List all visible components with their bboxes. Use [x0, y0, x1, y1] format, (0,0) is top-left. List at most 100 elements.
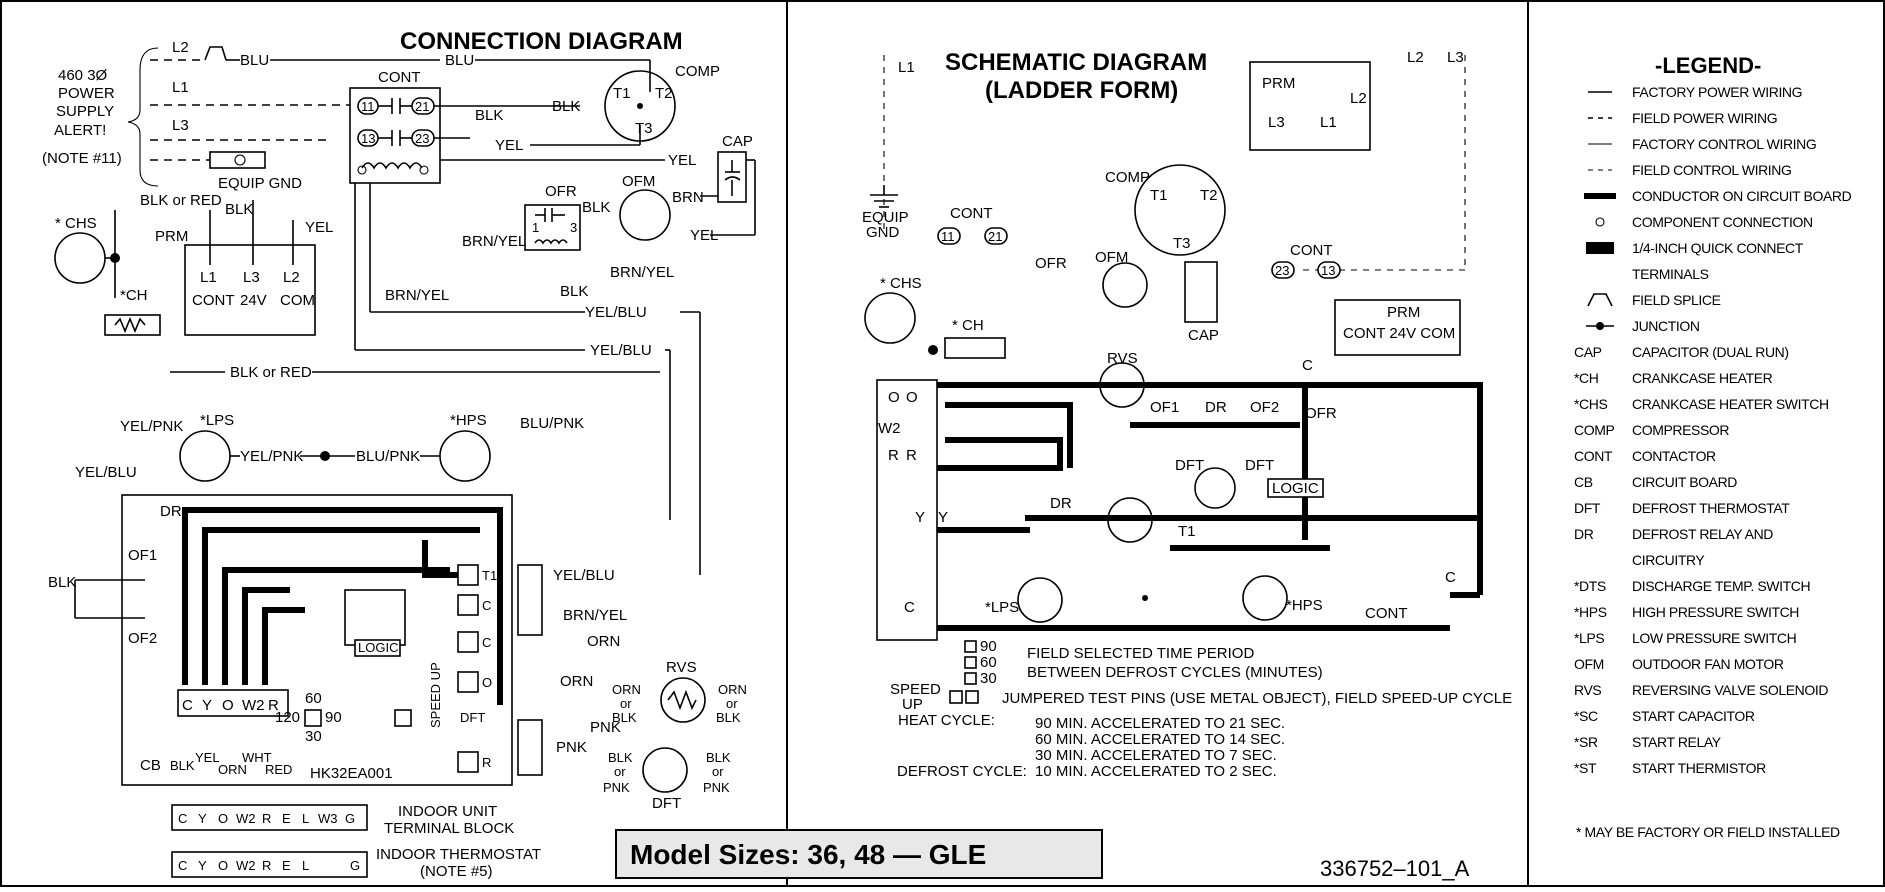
indoor-thermostat-block: [171, 851, 368, 878]
power-supply-line-3: SUPPLY: [56, 103, 114, 120]
blk-label-3: BLK: [560, 283, 588, 300]
dft-pnk-r: PNK: [703, 780, 730, 795]
sch-ofr-2: OFR: [1305, 405, 1337, 422]
board-wire-wht: WHT: [242, 750, 272, 765]
yel-blu-label-2: YEL/BLU: [590, 342, 652, 359]
cap-label: CAP: [722, 133, 753, 150]
legend-symbol-8: FIELD SPLICE: [1632, 292, 1721, 308]
sch-t2-label: T2: [1200, 187, 1218, 204]
svg-text:23: 23: [415, 131, 429, 146]
drawing-number: 336752–101_A: [1320, 856, 1470, 881]
board-term-c: C: [182, 697, 193, 714]
sch-r-2: R: [906, 447, 917, 464]
svg-text:L1: L1: [1320, 114, 1337, 131]
prm-label: PRM: [155, 228, 188, 245]
sch-logic: LOGIC: [1272, 480, 1319, 497]
sch-prm-lower-label: PRM: [1387, 304, 1420, 321]
sch-cont-label-1: CONT: [950, 205, 993, 222]
svg-text:11: 11: [361, 99, 375, 114]
line-l3-label: L3: [172, 117, 189, 134]
yel-blu-label-4: YEL/BLU: [553, 567, 615, 584]
abbr-desc-8: CIRCUITRY: [1632, 552, 1705, 568]
rvs-orn-l: ORN: [612, 682, 641, 697]
schematic-title-1: SCHEMATIC DIAGRAM: [945, 49, 1207, 76]
sch-chs-icon: [864, 292, 916, 344]
brn-yel-label-3: BRN/YEL: [385, 287, 449, 304]
legend-symbol-3: FIELD CONTROL WIRING: [1632, 162, 1792, 178]
sch-of2: OF2: [1250, 399, 1279, 416]
abbr-desc-9: DISCHARGE TEMP. SWITCH: [1632, 578, 1810, 594]
ofr-relay-box: [524, 204, 581, 251]
side-term-c2: C: [482, 635, 491, 650]
ofm-label: OFM: [622, 173, 655, 190]
board-term-o: O: [222, 697, 234, 714]
sch-l1: L1: [898, 59, 915, 76]
comp-t1: T1: [613, 85, 631, 102]
logic-label: LOGIC: [358, 640, 398, 655]
sch-opt-30: 30: [980, 670, 997, 687]
svg-text:T1: T1: [1150, 187, 1168, 204]
connection-diagram: CONNECTION DIAGRAM 460 3Ø POWER SUPPLY A…: [42, 28, 756, 880]
board-term-r: R: [268, 697, 279, 714]
blu-pnk-label-1: BLU/PNK: [356, 448, 420, 465]
side-term-c1: C: [482, 598, 491, 613]
timer-30: 30: [305, 728, 322, 745]
side-term-t1: T1: [482, 568, 497, 583]
abbr-desc-0: CAPACITOR (DUAL RUN): [1632, 344, 1789, 360]
dft-label: DFT: [652, 795, 681, 812]
dft-or-l: or: [614, 764, 626, 779]
yel-pnk-label-2: YEL/PNK: [240, 448, 303, 465]
indoor-thermostat-label: INDOOR THERMOSTAT: [376, 846, 541, 863]
cb-label: CB: [140, 757, 161, 774]
wire-blu-label-1: BLU: [240, 52, 269, 69]
legend-footnote: * MAY BE FACTORY OR FIELD INSTALLED: [1576, 824, 1840, 840]
sch-heat-cycle: HEAT CYCLE:: [898, 712, 995, 729]
board-wire-yel: YEL: [195, 750, 220, 765]
dft-board-label: DFT: [460, 710, 485, 725]
blu-pnk-label-2: BLU/PNK: [520, 415, 584, 432]
sch-heat-3: 30 MIN. ACCELERATED TO 7 SEC.: [1035, 747, 1277, 764]
thermostat-terms: C Y O W2 R E L G: [178, 858, 360, 873]
board-id-label: HK32EA001: [310, 765, 393, 782]
ch-label: *CH: [120, 287, 148, 304]
sch-defrost-cycle: DEFROST CYCLE:: [897, 763, 1027, 780]
sch-defrost-line: 10 MIN. ACCELERATED TO 2 SEC.: [1035, 763, 1277, 780]
ts-y: Y: [198, 858, 207, 873]
sch-between: BETWEEN DEFROST CYCLES (MINUTES): [1027, 664, 1323, 681]
rvs-orn-r: ORN: [718, 682, 747, 697]
speed-up-label: SPEED UP: [428, 662, 443, 728]
yel-blu-label-1: YEL/BLU: [585, 304, 647, 321]
wire-blk-label-2: BLK: [475, 107, 503, 124]
wire-yel-label-3: YEL: [690, 227, 718, 244]
abbr-code-16: *ST: [1574, 760, 1597, 776]
sch-dr-2: DR: [1050, 495, 1072, 512]
sch-t1: T1: [1178, 523, 1196, 540]
ts-g: G: [350, 858, 360, 873]
legend-symbol-0: FACTORY POWER WIRING: [1632, 84, 1802, 100]
sch-field-selected: FIELD SELECTED TIME PERIOD: [1027, 645, 1254, 662]
sch-cont-label-2: CONT: [1290, 242, 1333, 259]
sch-hps: *HPS: [1286, 597, 1323, 614]
sch-rvs-label: RVS: [1107, 350, 1138, 367]
sch-lps-icon: [1017, 577, 1063, 623]
tb-c: C: [178, 811, 187, 826]
sch-opt-90: 90: [980, 638, 997, 655]
right-connector-upper: [517, 564, 543, 636]
wire-brn-label: BRN: [672, 189, 704, 206]
svg-text:L2: L2: [1350, 90, 1367, 107]
wire-yel-label-2: YEL: [668, 152, 696, 169]
indoor-unit-label: INDOOR UNIT: [398, 803, 497, 820]
power-supply-line-4: ALERT!: [54, 122, 106, 139]
power-supply-brace: [127, 47, 159, 187]
ts-r: R: [262, 858, 271, 873]
board-side-terminals: T1 C C O R DFT: [457, 564, 497, 773]
prm-l1: L1: [200, 269, 217, 286]
prm-cont: CONT: [192, 292, 235, 309]
abbr-desc-2: CRANKCASE HEATER SWITCH: [1632, 396, 1829, 412]
abbr-code-2: *CHS: [1574, 396, 1607, 412]
svg-text:13: 13: [361, 131, 375, 146]
sch-ofm-label: OFM: [1095, 249, 1128, 266]
rvs-label: RVS: [666, 659, 697, 676]
svg-text:11: 11: [941, 229, 955, 244]
